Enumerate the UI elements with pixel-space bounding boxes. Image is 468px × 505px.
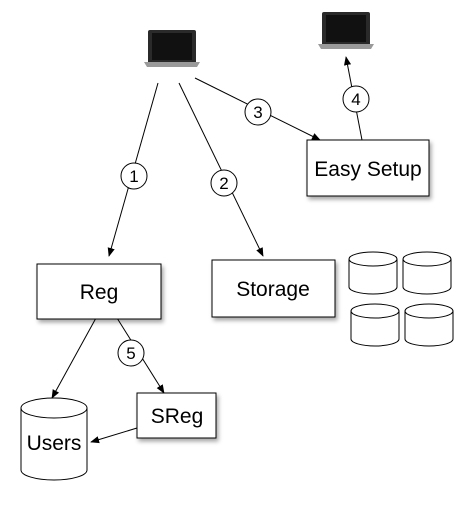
svg-text:4: 4 [351, 90, 360, 109]
storage-node-database-icon [348, 251, 398, 295]
reg-box: Reg [36, 263, 162, 320]
remote-laptop-icon [318, 12, 374, 49]
edge-sreg-to-users [90, 427, 138, 444]
storage-box: Storage [211, 259, 336, 318]
reg-label: Reg [80, 281, 119, 304]
sreg-label: SReg [151, 405, 204, 428]
easy-setup-label: Easy Setup [314, 158, 421, 181]
sreg-box: SReg [136, 392, 217, 439]
users-database: Users [20, 397, 88, 481]
storage-node-database-icon [402, 251, 452, 295]
step-badge-4: 4 [342, 85, 370, 113]
storage-node-database-icon [350, 303, 400, 347]
client-laptop-icon [144, 30, 200, 67]
storage-node-database-icon [404, 303, 454, 347]
svg-text:1: 1 [129, 167, 138, 186]
users-label: Users [27, 432, 82, 455]
step-badge-3: 3 [244, 98, 272, 126]
svg-text:2: 2 [219, 174, 228, 193]
step-badge-1: 1 [120, 162, 148, 190]
svg-text:3: 3 [253, 103, 262, 122]
step-badge-5: 5 [117, 339, 145, 367]
svg-text:5: 5 [126, 344, 135, 363]
edge-client-to-storage [178, 82, 264, 257]
storage-label: Storage [236, 278, 310, 301]
step-badge-2: 2 [210, 169, 238, 197]
easy-setup-box: Easy Setup [306, 139, 430, 197]
edge-reg-to-users [51, 317, 97, 399]
